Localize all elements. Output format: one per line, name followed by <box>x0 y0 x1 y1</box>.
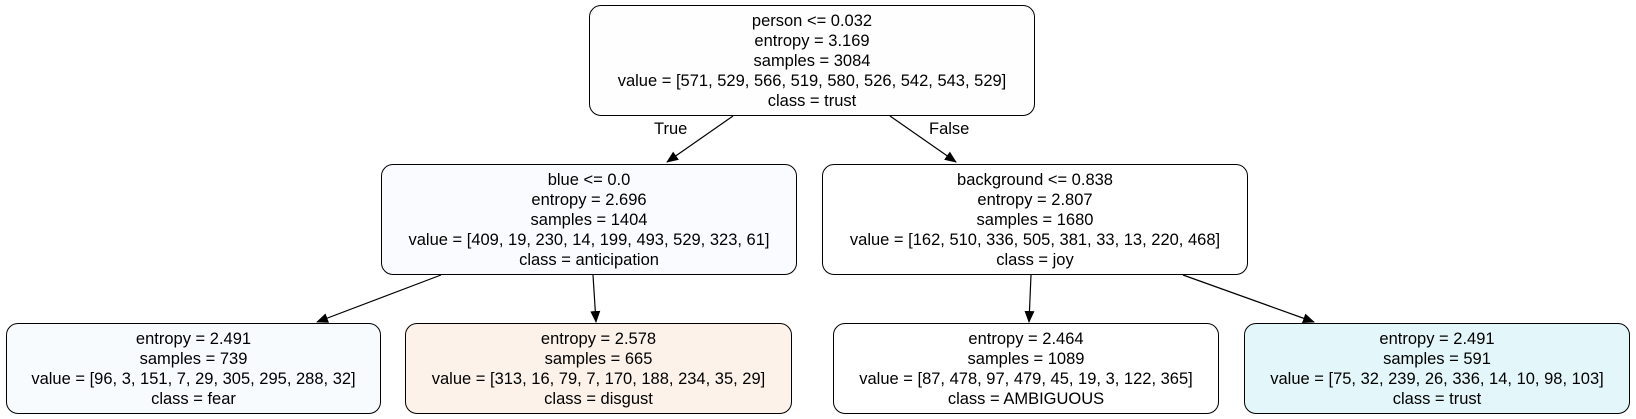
node-samples: samples = 1089 <box>967 349 1085 368</box>
tree-node-left: blue <= 0.0 entropy = 2.696 samples = 14… <box>381 164 797 275</box>
node-value: value = [571, 529, 566, 519, 580, 526, 5… <box>617 71 1007 90</box>
node-samples: samples = 3084 <box>753 51 871 70</box>
edge-left-leaf-ll <box>316 274 442 323</box>
node-samples: samples = 739 <box>139 349 248 368</box>
edge-label-true: True <box>654 120 688 138</box>
tree-leaf-fear: entropy = 2.491 samples = 739 value = [9… <box>6 323 381 414</box>
node-class: class = trust <box>767 91 857 110</box>
tree-leaf-disgust: entropy = 2.578 samples = 665 value = [3… <box>405 323 792 414</box>
node-class: class = AMBIGUOUS <box>947 389 1105 408</box>
node-value: value = [87, 478, 97, 479, 45, 19, 3, 12… <box>859 369 1193 388</box>
tree-leaf-ambiguous: entropy = 2.464 samples = 1089 value = [… <box>833 323 1219 414</box>
node-value: value = [409, 19, 230, 14, 199, 493, 529… <box>408 230 770 249</box>
node-samples: samples = 1680 <box>976 210 1094 229</box>
node-entropy: entropy = 3.169 <box>754 31 870 50</box>
node-split: background <= 0.838 <box>957 170 1113 189</box>
edge-root-right <box>889 115 957 163</box>
edge-left-leaf-lr <box>590 274 601 323</box>
node-split: person <= 0.032 <box>751 11 873 30</box>
tree-leaf-trust: entropy = 2.491 samples = 591 value = [7… <box>1244 323 1630 414</box>
node-class: class = joy <box>996 250 1074 269</box>
tree-node-right: background <= 0.838 entropy = 2.807 samp… <box>822 164 1248 275</box>
node-samples: samples = 665 <box>544 349 653 368</box>
edge-root-left <box>666 115 734 163</box>
edge-right-leaf-rr <box>1182 274 1315 323</box>
node-entropy: entropy = 2.464 <box>968 329 1084 348</box>
node-samples: samples = 591 <box>1383 349 1491 368</box>
edge-right-leaf-rl <box>1024 274 1035 323</box>
node-class: class = trust <box>1392 389 1482 408</box>
node-value: value = [75, 32, 239, 26, 336, 14, 10, 9… <box>1270 369 1604 388</box>
node-entropy: entropy = 2.696 <box>531 190 647 209</box>
node-split: blue <= 0.0 <box>547 170 631 189</box>
node-entropy: entropy = 2.491 <box>135 329 252 348</box>
node-entropy: entropy = 2.807 <box>977 190 1093 209</box>
node-value: value = [162, 510, 336, 505, 381, 33, 13… <box>849 230 1221 249</box>
node-class: class = anticipation <box>519 250 659 269</box>
node-samples: samples = 1404 <box>530 210 648 229</box>
node-value: value = [96, 3, 151, 7, 29, 305, 295, 28… <box>31 369 356 388</box>
edge-label-false: False <box>929 120 970 138</box>
tree-node-root: person <= 0.032 entropy = 3.169 samples … <box>589 5 1035 116</box>
node-value: value = [313, 16, 79, 7, 170, 188, 234, … <box>431 369 766 388</box>
node-class: class = disgust <box>544 389 653 408</box>
node-entropy: entropy = 2.578 <box>540 329 657 348</box>
node-class: class = fear <box>151 389 236 408</box>
node-entropy: entropy = 2.491 <box>1379 329 1495 348</box>
